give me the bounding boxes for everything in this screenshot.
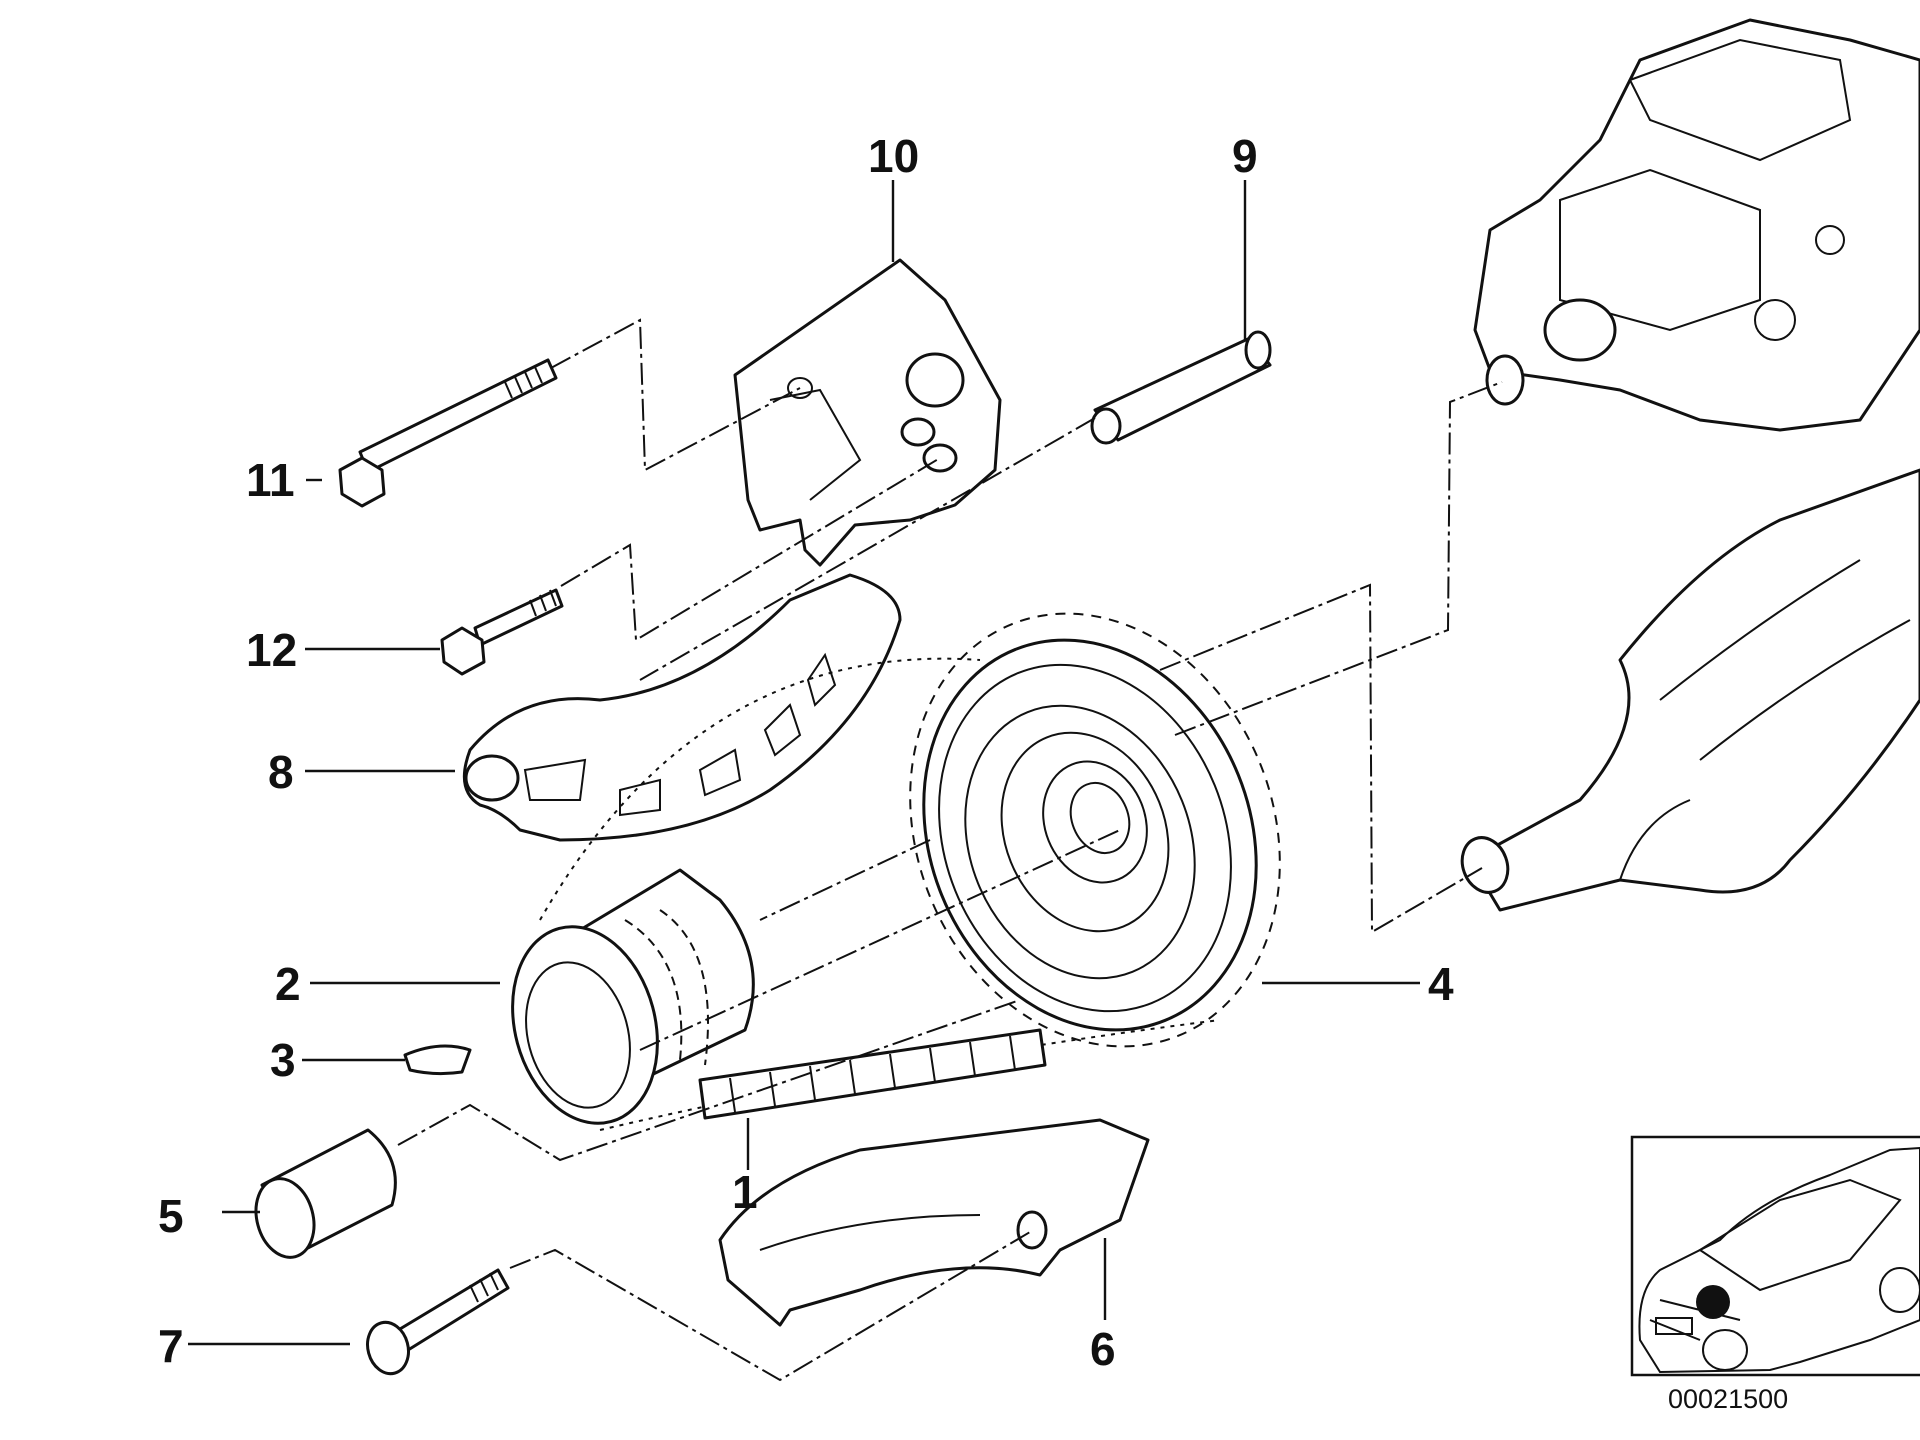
callout-10: 10: [868, 130, 919, 182]
part-6-guide-rail[interactable]: [718, 1118, 1150, 1327]
part-2-small-sprocket[interactable]: [492, 868, 755, 1140]
part-8-tensioner-rail[interactable]: [462, 573, 902, 842]
part-9-pin[interactable]: [1090, 330, 1272, 445]
car-location-inset: [1630, 1135, 1920, 1377]
part-11-long-bolt[interactable]: [338, 358, 558, 508]
crankshaft-icon: [1460, 468, 1920, 912]
injection-pump-icon: [1473, 18, 1920, 432]
part-1-timing-chain[interactable]: [539, 657, 1221, 1131]
callout-1: 1: [732, 1166, 758, 1218]
leader-lines: [188, 180, 1420, 1346]
part-5-sleeve-nut[interactable]: [248, 1128, 397, 1264]
part-10-bracket[interactable]: [733, 258, 1002, 567]
location-marker-icon: [1696, 1285, 1730, 1319]
connection-lines: [397, 318, 1503, 1382]
callout-12: 12: [246, 624, 297, 676]
callout-11: 11: [246, 454, 295, 506]
callout-6: 6: [1090, 1323, 1116, 1375]
callout-9: 9: [1232, 130, 1258, 182]
callout-3: 3: [270, 1034, 296, 1086]
callout-4: 4: [1428, 958, 1454, 1010]
callout-8: 8: [268, 746, 294, 798]
part-7-bolt[interactable]: [362, 1268, 510, 1378]
car-location-icon: [1638, 1146, 1920, 1374]
part-4-crank-sprocket[interactable]: [847, 557, 1343, 1102]
part-12-short-bolt[interactable]: [440, 588, 564, 676]
callout-5: 5: [158, 1190, 184, 1242]
callout-7: 7: [158, 1320, 184, 1372]
callout-2: 2: [275, 958, 301, 1010]
document-number: 00021500: [1668, 1384, 1788, 1414]
callout-labels: 10 9 11 12 8 2 3 4 1 5 6 7: [158, 130, 1454, 1375]
part-3-woodruff-key[interactable]: [403, 1044, 472, 1076]
